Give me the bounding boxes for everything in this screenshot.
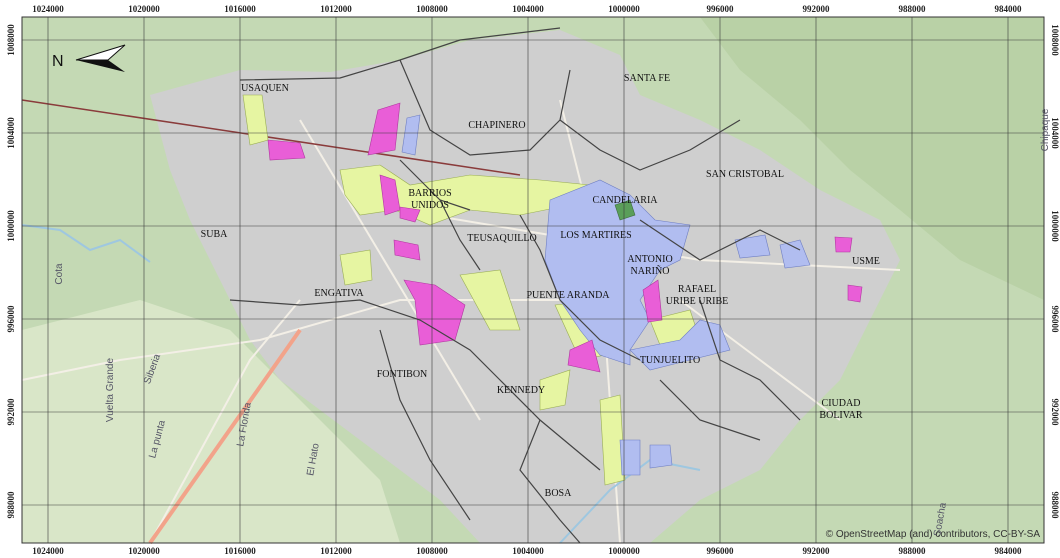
y-tick-label: 1004000 (6, 117, 16, 149)
locality-label-los-martires: LOS MARTIRES (560, 230, 631, 241)
place-label: Cota (54, 263, 65, 285)
locality-label-line: RAFAEL (678, 284, 716, 295)
locality-label-line: TEUSAQUILLO (467, 233, 536, 244)
y-tick-label: 996000 (1050, 306, 1060, 334)
locality-label-usme: USME (852, 256, 880, 267)
y-ticks-left: 1008000 1004000 1000000 996000 992000 988000 (6, 24, 16, 519)
y-tick-label: 1000000 (1050, 210, 1060, 242)
locality-label-line: PUENTE ARANDA (526, 290, 610, 301)
magenta-zones (267, 102, 863, 373)
locality-label-line: FONTIBON (377, 369, 428, 380)
locality-label-line: KENNEDY (497, 385, 545, 396)
locality-label-line: URIBE URIBE (666, 296, 729, 307)
north-label: N (52, 53, 64, 70)
x-tick-label: 1004000 (512, 546, 544, 556)
x-tick-label: 1012000 (320, 546, 352, 556)
locality-label-tunjuelito: TUNJUELITO (640, 355, 700, 366)
x-ticks-bottom: 1024000 1020000 1016000 1012000 1008000 10040… (32, 546, 1022, 556)
x-tick-label: 996000 (707, 4, 735, 14)
x-tick-label: 1000000 (608, 4, 640, 14)
locality-label-fontibon: FONTIBON (377, 369, 428, 380)
locality-label-suba: SUBA (201, 229, 228, 240)
basemap (21, 17, 1044, 545)
locality-label-line: NARIÑO (631, 265, 670, 277)
x-tick-label: 1012000 (320, 4, 352, 14)
x-tick-label: 1024000 (32, 4, 64, 14)
x-tick-label: 988000 (899, 4, 927, 14)
x-tick-label: 992000 (803, 546, 831, 556)
x-tick-label: 1016000 (224, 546, 256, 556)
locality-label-candelaria: CANDELARIA (593, 195, 659, 206)
y-tick-label: 992000 (6, 398, 16, 426)
locality-label-san-cristobal: SAN CRISTOBAL (706, 169, 784, 180)
y-tick-label: 1008000 (6, 24, 16, 56)
locality-label-kennedy: KENNEDY (497, 385, 545, 396)
locality-label-usaquen: USAQUEN (241, 83, 289, 94)
map-border (21, 16, 1045, 544)
x-tick-label: 984000 (995, 546, 1023, 556)
north-arrow-icon: N (52, 44, 126, 72)
urban-area (150, 30, 900, 543)
x-tick-label: 1008000 (416, 546, 448, 556)
x-tick-label: 1000000 (608, 546, 640, 556)
x-tick-label: 988000 (899, 546, 927, 556)
locality-labels: USAQUEN CHAPINERO SANTA FE SAN CRISTOBAL BAR… (201, 73, 880, 499)
locality-label-line: BOSA (545, 488, 572, 499)
locality-label-line: CIUDAD (822, 398, 861, 409)
y-tick-label: 1004000 (1050, 117, 1060, 149)
y-tick-label: 996000 (6, 305, 16, 333)
locality-label-santa-fe: SANTA FE (624, 73, 670, 84)
y-tick-label: 988000 (6, 491, 16, 519)
locality-label-line: SUBA (201, 229, 228, 240)
locality-label-line: ANTONIO (627, 254, 672, 265)
x-tick-label: 996000 (707, 546, 735, 556)
y-tick-label: 988000 (1050, 492, 1060, 520)
locality-label-line: USME (852, 256, 880, 267)
y-tick-label: 1000000 (6, 210, 16, 242)
place-label: Vuelta Grande (105, 358, 116, 423)
locality-label-line: ENGATIVA (314, 288, 364, 299)
locality-label-line: BOLIVAR (819, 410, 862, 421)
locality-label-line: UNIDOS (411, 200, 449, 211)
x-tick-label: 992000 (803, 4, 831, 14)
locality-label-line: SAN CRISTOBAL (706, 169, 784, 180)
x-tick-label: 984000 (995, 4, 1023, 14)
locality-label-line: SANTA FE (624, 73, 670, 84)
locality-label-line: USAQUEN (241, 83, 289, 94)
y-tick-label: 992000 (1050, 399, 1060, 427)
locality-label-line: CANDELARIA (593, 195, 659, 206)
y-tick-label: 1008000 (1050, 24, 1060, 56)
locality-label-line: BARRIOS (408, 188, 451, 199)
locality-label-puente-aranda: PUENTE ARANDA (526, 290, 610, 301)
coordinate-grid (22, 17, 1044, 543)
locality-label-chapinero: CHAPINERO (468, 120, 525, 131)
x-tick-label: 1008000 (416, 4, 448, 14)
locality-label-teusaquillo: TEUSAQUILLO (467, 233, 536, 244)
x-tick-label: 1004000 (512, 4, 544, 14)
place-label: Chipaque (1040, 108, 1051, 151)
locality-label-engativa: ENGATIVA (314, 288, 364, 299)
locality-boundaries (229, 27, 801, 544)
attribution: © OpenStreetMap (and) contributors, CC-B… (826, 529, 1041, 540)
locality-label-line: TUNJUELITO (640, 355, 700, 366)
x-tick-label: 1024000 (32, 546, 64, 556)
green-zone (614, 199, 636, 221)
locality-label-line: LOS MARTIRES (560, 230, 631, 241)
x-tick-label: 1020000 (128, 4, 160, 14)
x-ticks-top: 1024000 1020000 1016000 1012000 1008000 10040… (32, 4, 1022, 14)
x-tick-label: 1020000 (128, 546, 160, 556)
y-ticks-right: 1008000 1004000 1000000 996000 992000 988000 (1050, 24, 1060, 519)
locality-label-bosa: BOSA (545, 488, 572, 499)
locality-label-line: CHAPINERO (468, 120, 525, 131)
x-tick-label: 1016000 (224, 4, 256, 14)
